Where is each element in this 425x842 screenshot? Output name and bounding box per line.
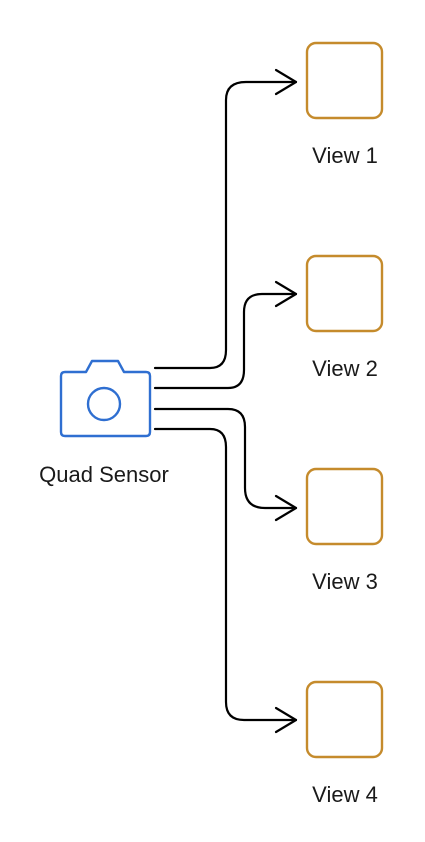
view-2: View 2: [305, 254, 384, 381]
connector-arrow-2: [153, 280, 298, 390]
connector-arrow-4: [153, 427, 298, 734]
view-3-label: View 3: [312, 569, 378, 594]
view-2-box: [305, 254, 384, 333]
view-1-label: View 1: [312, 143, 378, 168]
view-4-box: [305, 680, 384, 759]
view-4-label: View 4: [312, 782, 378, 807]
view-2-label: View 2: [312, 356, 378, 381]
connector-arrow-1: [153, 68, 298, 370]
camera-icon: [59, 359, 152, 438]
view-3: View 3: [305, 467, 384, 594]
view-1: View 1: [305, 41, 384, 168]
source-label: Quad Sensor: [39, 462, 169, 487]
view-4: View 4: [305, 680, 384, 807]
view-3-box: [305, 467, 384, 546]
connector-arrow-3: [153, 407, 298, 522]
view-1-box: [305, 41, 384, 120]
